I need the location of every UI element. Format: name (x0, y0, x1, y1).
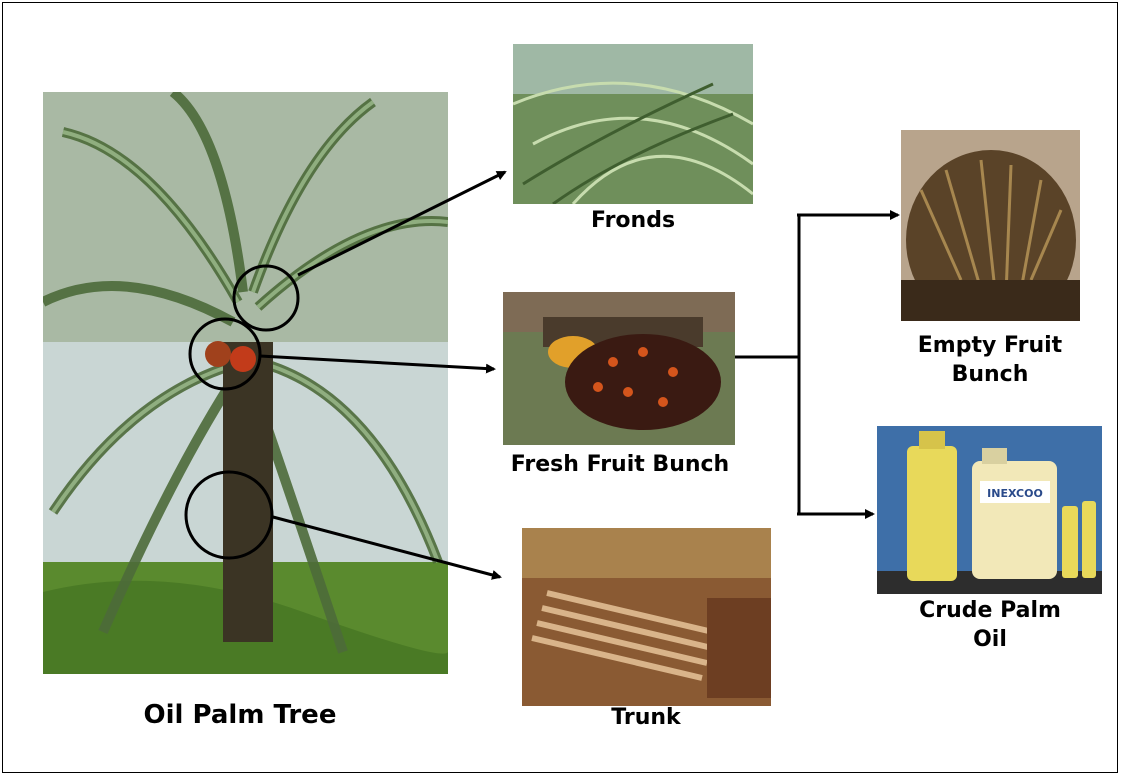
oil-palm-tree-photo (43, 92, 448, 674)
trunk-photo (522, 528, 771, 706)
oil-palm-tree-label: Oil Palm Tree (80, 700, 400, 731)
empty-fruit-bunch-photo (901, 130, 1080, 321)
fresh-fruit-bunch-photo (503, 292, 735, 445)
crude-palm-oil-photo: INEXCOO (877, 426, 1102, 594)
trunk-label: Trunk (566, 705, 726, 731)
fronds-photo (513, 44, 753, 204)
crude-palm-oil-label: Crude Palm Oil (880, 597, 1100, 654)
bottle-brand-text: INEXCOO (987, 487, 1043, 500)
empty-fruit-bunch-label: Empty Fruit Bunch (880, 332, 1100, 389)
fronds-label: Fronds (553, 208, 713, 234)
fresh-fruit-bunch-label: Fresh Fruit Bunch (470, 452, 770, 478)
